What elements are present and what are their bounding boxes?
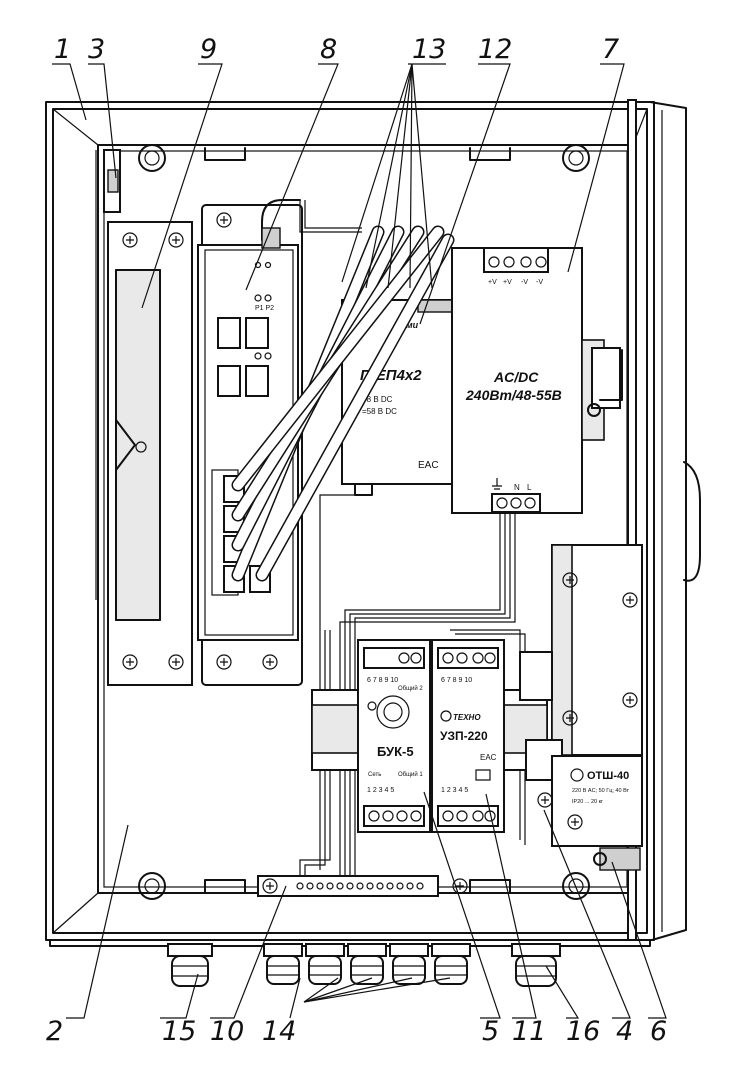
term-plus-1: +V bbox=[488, 279, 497, 286]
screw-icon bbox=[216, 654, 232, 670]
callout-numbers: 1 3 9 8 13 12 7 2 15 10 14 5 11 16 4 6 bbox=[46, 34, 667, 1047]
door-latch bbox=[95, 149, 121, 600]
leader-lines bbox=[52, 63, 667, 1019]
cable-gland-14-3 bbox=[347, 943, 387, 985]
ports-label: P1 P2 bbox=[255, 305, 274, 312]
power-supply: +V +V -V -V AC/DC 240Вт/48-55В N L bbox=[451, 247, 623, 514]
screw-icon bbox=[262, 654, 278, 670]
buk5-module: 6 7 8 9 10 Общий 2 БУК-5 Сеть Общий 1 1 … bbox=[357, 639, 431, 833]
uzp-top-labels: 6 7 8 9 10 bbox=[441, 677, 472, 684]
term-plus-2: +V bbox=[503, 279, 512, 286]
screw-icon bbox=[562, 144, 590, 172]
screw-icon bbox=[138, 144, 166, 172]
callout-14: 14 bbox=[262, 1016, 296, 1047]
screw-icon bbox=[567, 814, 583, 830]
callout-11: 11 bbox=[512, 1016, 546, 1047]
buk5-bottom-numbers: 1 2 3 4 5 bbox=[367, 787, 394, 794]
buk5-title: БУК-5 bbox=[377, 744, 414, 759]
mounting-plate bbox=[107, 221, 193, 686]
callout-10: 10 bbox=[210, 1016, 244, 1047]
screw-icon bbox=[168, 232, 184, 248]
screw-icon bbox=[138, 872, 166, 900]
otsh40-heater: ОТШ-40 220 В AC; 50 Гц; 40 Вт IP20 ... 2… bbox=[519, 544, 643, 871]
psu-model-line2: 240Вт/48-55В bbox=[465, 387, 562, 403]
callout-4: 4 bbox=[616, 1016, 633, 1047]
term-minus-1: -V bbox=[521, 279, 528, 286]
corner-fasteners bbox=[138, 144, 590, 900]
callout-9: 9 bbox=[200, 34, 217, 65]
otsh-title: ОТШ-40 bbox=[587, 770, 629, 782]
screw-icon bbox=[622, 592, 638, 608]
screw-icon bbox=[122, 232, 138, 248]
term-minus-2: -V bbox=[536, 279, 543, 286]
screw-icon bbox=[216, 212, 232, 228]
ground-icon bbox=[492, 478, 502, 490]
callout-5: 5 bbox=[482, 1016, 499, 1047]
brand-logo-icon bbox=[440, 710, 452, 722]
callout-16: 16 bbox=[566, 1016, 600, 1047]
uzp-brand: ТЕХНО bbox=[453, 713, 481, 722]
screw-icon bbox=[122, 654, 138, 670]
term-n: N bbox=[514, 483, 520, 492]
uzp-bottom-numbers: 1 2 3 4 5 bbox=[441, 787, 468, 794]
cable-gland-15 bbox=[167, 943, 213, 987]
screw-icon bbox=[562, 710, 578, 726]
patch-cables bbox=[231, 200, 455, 582]
switch-brand: ми bbox=[406, 320, 419, 330]
uzp-title: УЗП-220 bbox=[440, 729, 488, 743]
switch-line2: =58 B DC bbox=[362, 407, 397, 416]
screw-icon bbox=[562, 572, 578, 588]
otsh-line1: 220 В AC; 50 Гц; 40 Вт bbox=[572, 788, 630, 794]
screw-icon bbox=[537, 792, 553, 808]
eac-mark: EAC bbox=[418, 460, 439, 471]
screw-icon bbox=[622, 692, 638, 708]
buk5-bottom-right: Общий 1 bbox=[398, 771, 423, 778]
callout-6: 6 bbox=[650, 1016, 667, 1047]
uzp-eac-mark: EAC bbox=[480, 753, 497, 762]
brand-logo-icon bbox=[570, 768, 584, 782]
callout-12: 12 bbox=[478, 34, 512, 65]
screw-icon bbox=[452, 878, 468, 894]
screw-icon bbox=[135, 441, 147, 453]
terminal-block bbox=[257, 875, 468, 897]
screw-icon bbox=[168, 654, 184, 670]
term-l: L bbox=[527, 483, 532, 492]
cable-gland-14-5 bbox=[431, 943, 471, 985]
callout-7: 7 bbox=[602, 34, 619, 65]
output-terminals: +V +V -V -V bbox=[483, 247, 549, 286]
cable-gland-14-1 bbox=[263, 943, 303, 985]
psu-model-line1: AC/DC bbox=[493, 369, 539, 385]
cable-gland-14-2 bbox=[305, 943, 345, 985]
callout-2: 2 bbox=[46, 1016, 63, 1047]
callout-13: 13 bbox=[412, 34, 446, 65]
cable-glands bbox=[167, 943, 561, 987]
buk5-top-right: Общий 2 bbox=[398, 685, 423, 692]
cable-gland-16 bbox=[511, 943, 561, 987]
buk5-top-numbers: 6 7 8 9 10 bbox=[367, 677, 398, 684]
relay-icon bbox=[475, 769, 491, 781]
callout-1: 1 bbox=[54, 34, 71, 65]
otsh-line2: IP20 ... 20 кг bbox=[572, 799, 603, 805]
screw-icon bbox=[262, 878, 278, 894]
callout-15: 15 bbox=[162, 1016, 196, 1047]
uzp220-module: 6 7 8 9 10 ТЕХНО УЗП-220 EAC 1 2 3 4 5 bbox=[431, 639, 505, 833]
cable-gland-14-4 bbox=[389, 943, 429, 985]
dial-icon bbox=[376, 695, 410, 729]
buk5-bottom-left: Сеть bbox=[368, 772, 381, 778]
callout-8: 8 bbox=[320, 34, 337, 65]
input-terminals: N L bbox=[491, 478, 541, 513]
callout-3: 3 bbox=[88, 34, 105, 65]
switch-line1: =8 B DC bbox=[362, 395, 393, 404]
screw-icon bbox=[562, 872, 590, 900]
